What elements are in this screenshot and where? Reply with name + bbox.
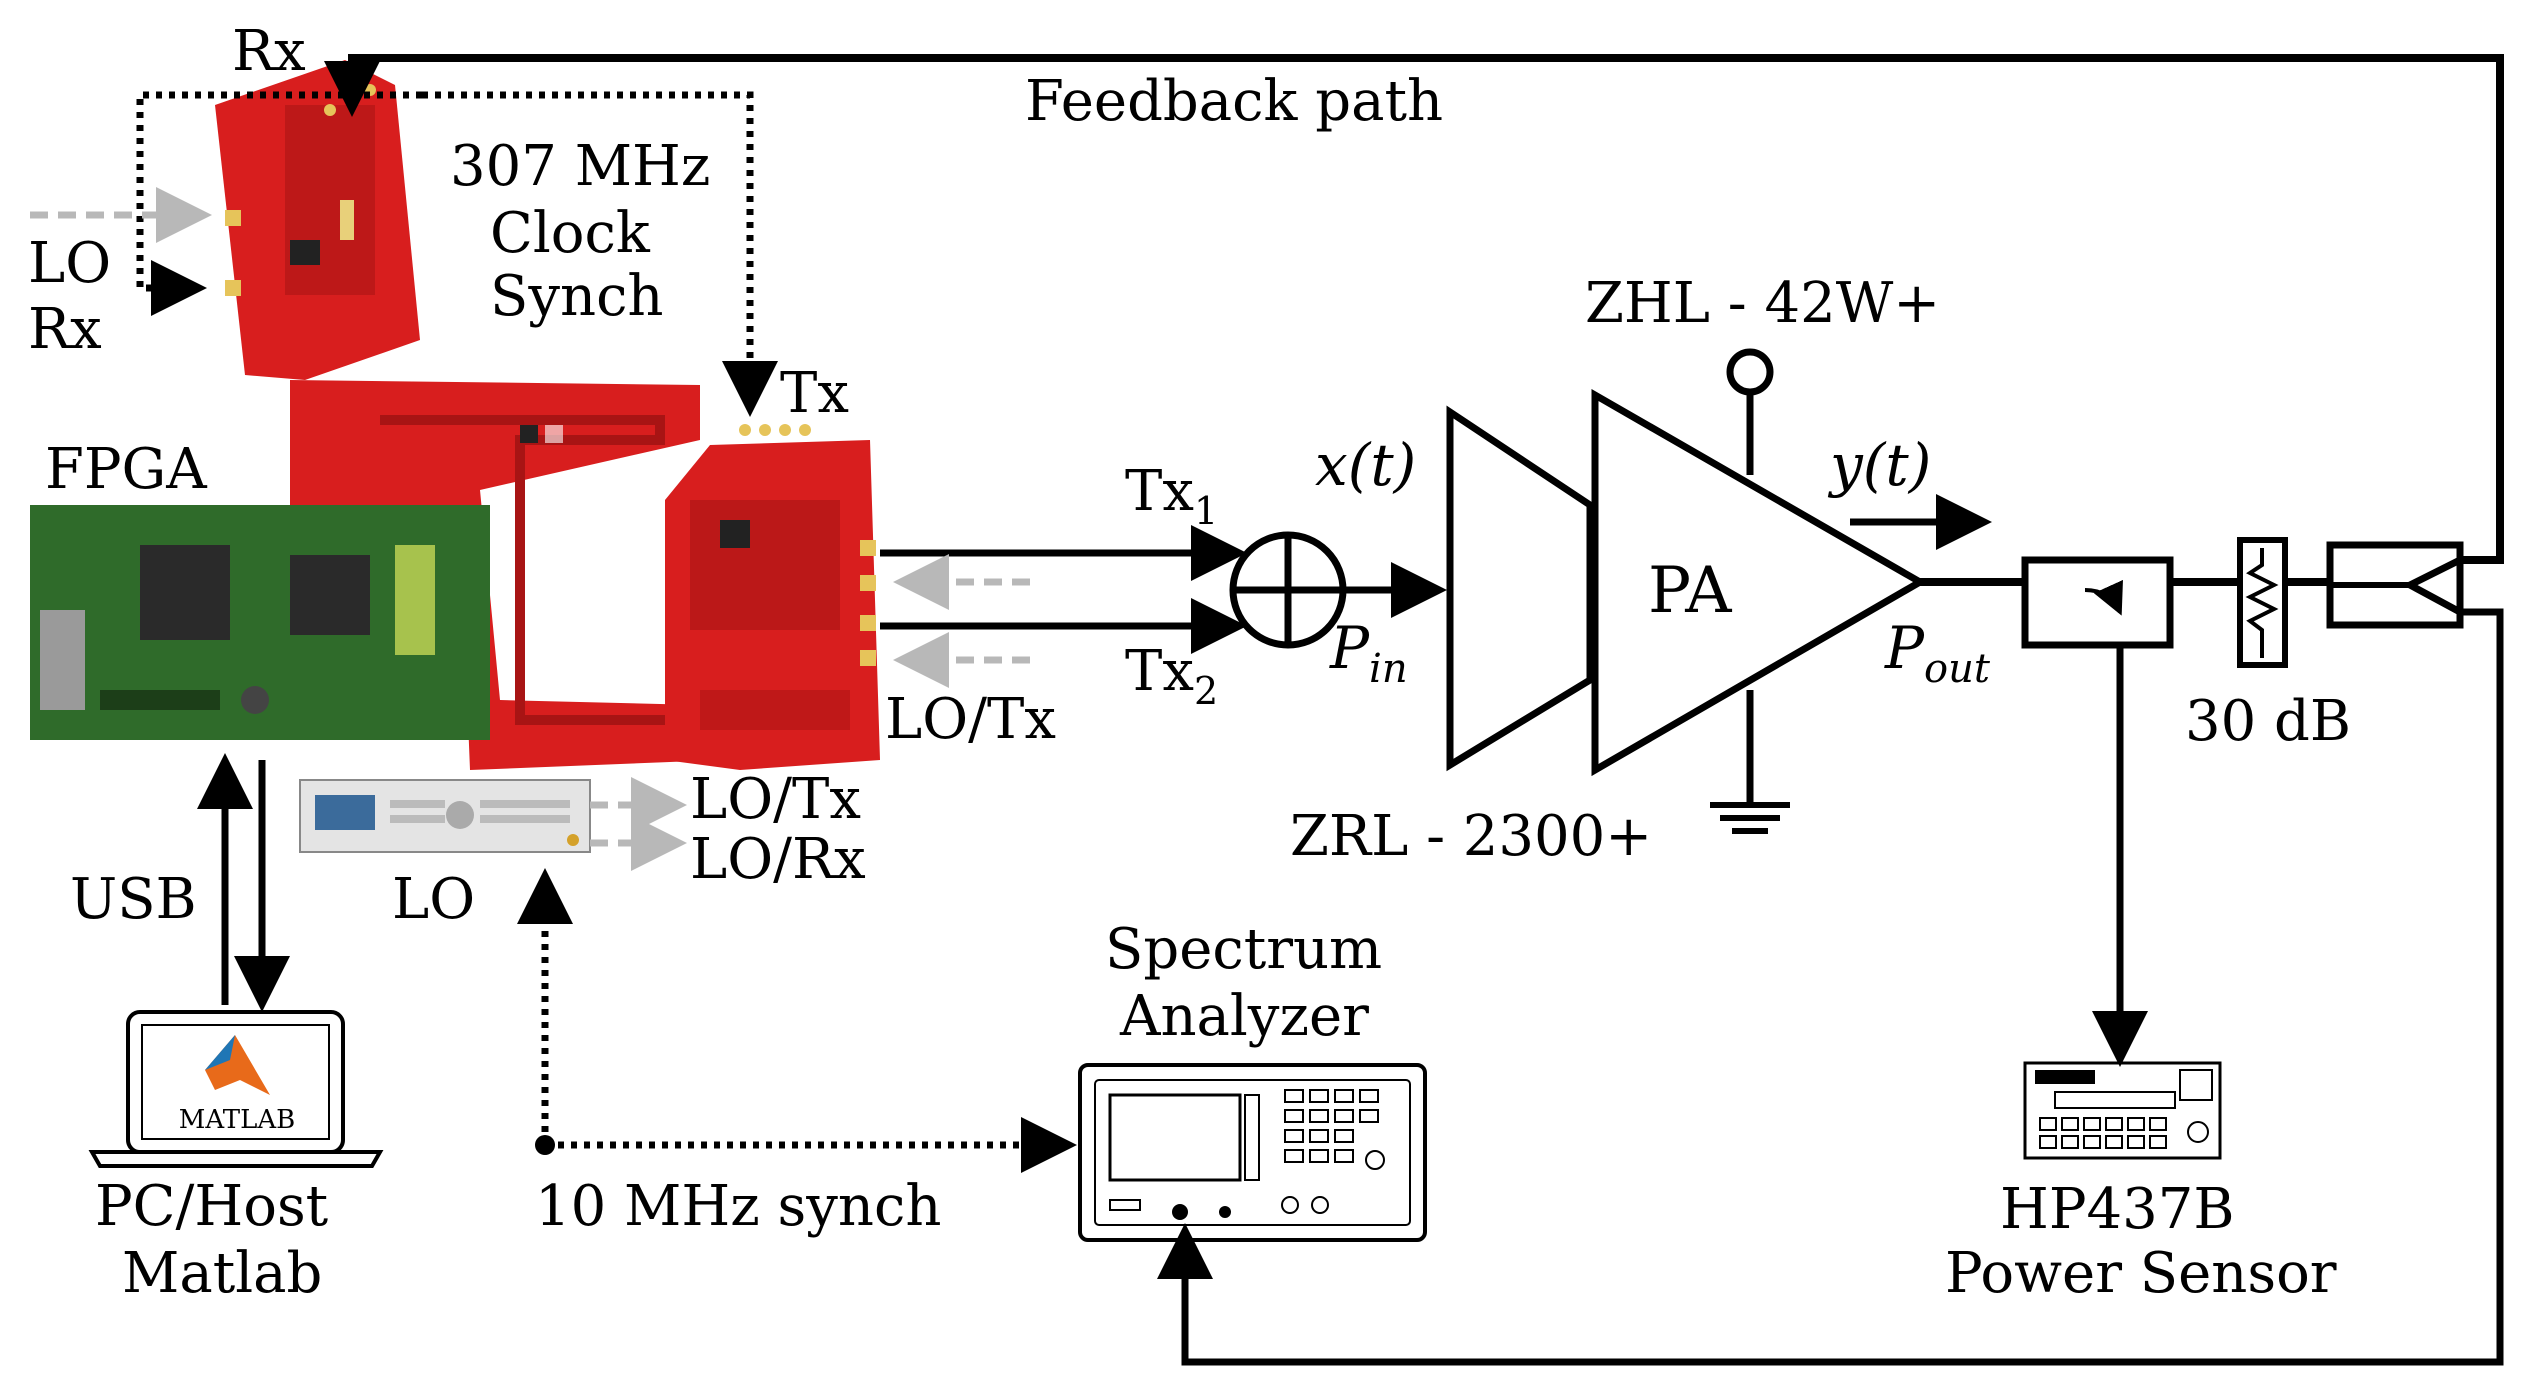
attenuator-30db (2237, 537, 2288, 668)
ground-icon (1710, 802, 1790, 834)
spectrum-label-line2: Analyzer (1119, 984, 1369, 1049)
pc-label-line2: Matlab (122, 1241, 322, 1306)
rx-top-label: Rx (232, 19, 306, 84)
pin-label: Pin (1329, 614, 1408, 692)
tx-board-label: Tx (780, 361, 849, 426)
pout-label: Pout (1884, 614, 1991, 692)
usb-label: USB (70, 867, 197, 932)
lo-rx-gen-label: LO/Rx (690, 827, 866, 892)
lo-gen-label: LO (392, 867, 475, 932)
zrl-label: ZRL - 2300+ (1290, 804, 1652, 869)
synch-10mhz-label: 10 MHz synch (535, 1174, 941, 1239)
clock-label-line1: 307 MHz (450, 134, 710, 199)
fpga-label: FPGA (45, 437, 207, 502)
rx-board (215, 60, 420, 380)
atten-label: 30 dB (2185, 689, 2351, 754)
hp437b-power-meter (2023, 1061, 2222, 1160)
interconnect-board (290, 380, 720, 770)
pc-laptop: MATLAB (88, 1010, 384, 1168)
matlab-logo-text: MATLAB (179, 1105, 295, 1135)
spectrum-analyzer (1078, 1063, 1427, 1242)
matlab-logo (205, 1035, 270, 1095)
clock-label-line2: Clock (490, 201, 651, 266)
clock-label-line3: Synch (490, 264, 664, 329)
lo-signal-generator (299, 779, 591, 853)
spectrum-label-line1: Spectrum (1105, 917, 1382, 982)
pa-label: PA (1648, 554, 1732, 628)
hp-label-line1: HP437B (2000, 1177, 2235, 1242)
power-amplifier (1591, 388, 1928, 777)
lo-tx-right-label: LO/Tx (885, 687, 1056, 752)
zhl-label: ZHL - 42W+ (1585, 271, 1940, 336)
hp-label-line2: Power Sensor (1945, 1241, 2337, 1306)
lo-gray-arrows (30, 187, 1030, 871)
tx1-label: Tx1 (1125, 459, 1218, 533)
xt-label: x(t) (1315, 431, 1416, 499)
fpga-board (30, 505, 490, 740)
tx2-label: Tx2 (1125, 639, 1218, 713)
rx-left-label: Rx (28, 297, 102, 362)
yt-label: y(t) (1827, 431, 1931, 499)
feedback-path-label: Feedback path (1025, 69, 1443, 134)
directional-coupler (2021, 556, 2174, 649)
zrl-2300-amplifier (1446, 405, 1594, 772)
pc-label-line1: PC/Host (95, 1174, 329, 1239)
combiner (1229, 531, 1347, 649)
lo-left-label: LO (28, 231, 111, 296)
signal-lines (197, 54, 2504, 1366)
tx-board (665, 424, 880, 770)
lo-tx-gen-label: LO/Tx (690, 767, 861, 832)
pa-bias (1726, 348, 1774, 805)
clock-synch-lines (136, 91, 1077, 1173)
